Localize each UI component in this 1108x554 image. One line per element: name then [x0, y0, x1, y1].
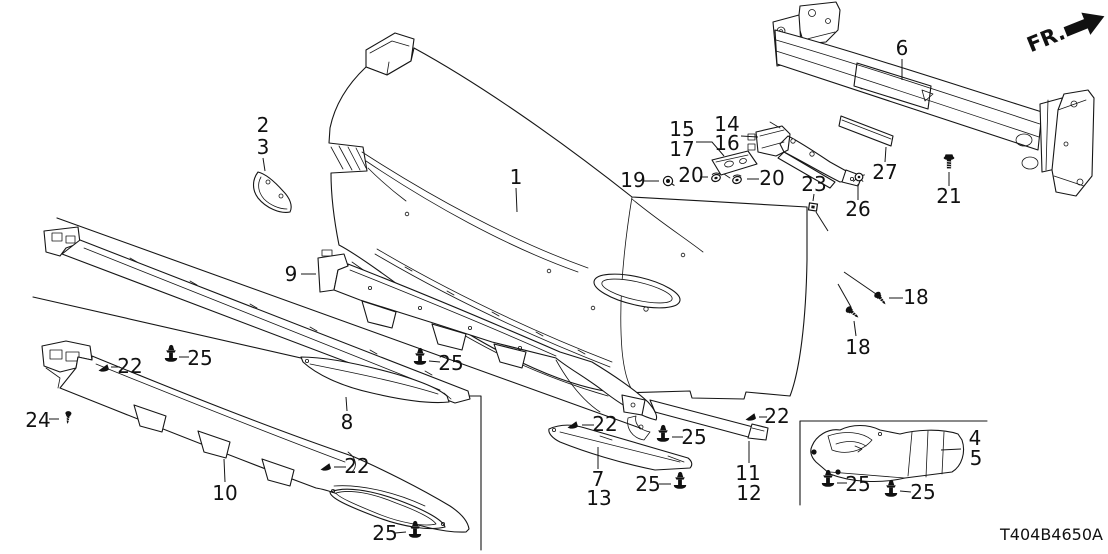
- callout-25[interactable]: 25: [635, 472, 660, 496]
- fr-arrow-icon: [1063, 12, 1105, 37]
- leader-line: [345, 396, 348, 412]
- callout-22[interactable]: 22: [117, 354, 142, 378]
- fastener-push-clip[interactable]: [164, 344, 178, 362]
- part-1-rear-bumper-face[interactable]: [328, 32, 808, 400]
- leader-line: [696, 141, 725, 157]
- callout-22[interactable]: 22: [592, 412, 617, 436]
- leader-line: [812, 193, 815, 202]
- part-11-12-center-bracket[interactable]: [621, 394, 769, 441]
- part-4-5-duct[interactable]: [810, 424, 965, 482]
- fastener-screw[interactable]: [872, 290, 889, 308]
- part-2-3-reflector[interactable]: [252, 171, 292, 213]
- fastener-bolt[interactable]: [943, 153, 955, 169]
- callout-24[interactable]: 24: [25, 408, 50, 432]
- callout-8[interactable]: 8: [341, 410, 354, 434]
- fastener-screw[interactable]: [844, 304, 862, 321]
- leader-line: [223, 458, 226, 483]
- leader-line: [884, 146, 887, 163]
- callout-16[interactable]: 16: [714, 131, 739, 155]
- fastener-screw[interactable]: [64, 410, 72, 425]
- part-7-13-lower-trim[interactable]: [548, 424, 693, 471]
- callout-12[interactable]: 12: [736, 481, 761, 505]
- callout-1[interactable]: 1: [510, 165, 523, 189]
- callout-2[interactable]: 2: [257, 113, 270, 137]
- callout-21[interactable]: 21: [936, 184, 961, 208]
- callout-13[interactable]: 13: [586, 486, 611, 510]
- leader-line: [853, 320, 857, 337]
- leader-line: [837, 283, 852, 308]
- part-skirt-back-strip[interactable]: [43, 226, 471, 404]
- callout-17[interactable]: 17: [669, 137, 694, 161]
- leader-line: [843, 271, 877, 295]
- inset-box-frame: [799, 420, 988, 506]
- callout-3[interactable]: 3: [257, 135, 270, 159]
- callout-15[interactable]: 15: [669, 117, 694, 141]
- part-27-garnish-strip[interactable]: [838, 115, 894, 147]
- callout-10[interactable]: 10: [212, 481, 237, 505]
- diagram-code: T404B4650A: [999, 525, 1103, 544]
- callout-25[interactable]: 25: [845, 472, 870, 496]
- callout-11[interactable]: 11: [735, 461, 760, 485]
- callout-25[interactable]: 25: [910, 480, 935, 504]
- callout-25[interactable]: 25: [187, 346, 212, 370]
- callout-18[interactable]: 18: [903, 285, 928, 309]
- leader-line: [815, 211, 829, 232]
- leader-line: [940, 448, 962, 451]
- callout-18[interactable]: 18: [845, 335, 870, 359]
- part-9-lower-skirt[interactable]: [317, 249, 658, 421]
- fastener-cone-clip[interactable]: [745, 413, 757, 421]
- callout-27[interactable]: 27: [872, 160, 897, 184]
- fastener-push-clip[interactable]: [673, 471, 687, 489]
- callout-4[interactable]: 4: [969, 426, 982, 450]
- leader-line: [899, 490, 912, 493]
- callout-25[interactable]: 25: [681, 425, 706, 449]
- callout-9[interactable]: 9: [285, 262, 298, 286]
- part-10-lower-diffuser[interactable]: [41, 340, 470, 533]
- part-15-17-bracket[interactable]: [711, 150, 758, 179]
- callout-5[interactable]: 5: [970, 446, 983, 470]
- fr-direction-arrow: FR.: [1024, 12, 1105, 57]
- fastener-grommet[interactable]: [662, 175, 676, 187]
- leader-line: [394, 531, 407, 534]
- part-8-garnish-blade[interactable]: [300, 356, 452, 404]
- callout-14[interactable]: 14: [714, 112, 739, 136]
- callout-23[interactable]: 23: [801, 172, 826, 196]
- fastener-square-nut[interactable]: [807, 202, 819, 212]
- fastener-push-clip[interactable]: [656, 424, 670, 442]
- fastener-snap-clip[interactable]: [710, 172, 722, 184]
- fastener-snap-clip[interactable]: [731, 174, 743, 186]
- separator-lines: [32, 217, 641, 551]
- leader-line: [262, 157, 266, 172]
- fr-label: FR.: [1024, 20, 1069, 57]
- callout-7[interactable]: 7: [592, 467, 605, 491]
- part-6-bumper-beam[interactable]: [772, 1, 1095, 197]
- callout-6[interactable]: 6: [896, 36, 909, 60]
- callout-20[interactable]: 20: [759, 166, 784, 190]
- callout-20[interactable]: 20: [678, 163, 703, 187]
- callout-25[interactable]: 25: [438, 351, 463, 375]
- fastener-push-clip[interactable]: [884, 479, 898, 497]
- leader-line: [740, 135, 759, 138]
- callout-22[interactable]: 22: [764, 404, 789, 428]
- part-14-16-bracket-assembly[interactable]: [747, 121, 863, 189]
- callout-19[interactable]: 19: [620, 168, 645, 192]
- leader-line: [428, 360, 441, 363]
- callout-22[interactable]: 22: [344, 454, 369, 478]
- leader-line: [515, 187, 518, 213]
- callout-25[interactable]: 25: [372, 521, 397, 545]
- callout-26[interactable]: 26: [845, 197, 870, 221]
